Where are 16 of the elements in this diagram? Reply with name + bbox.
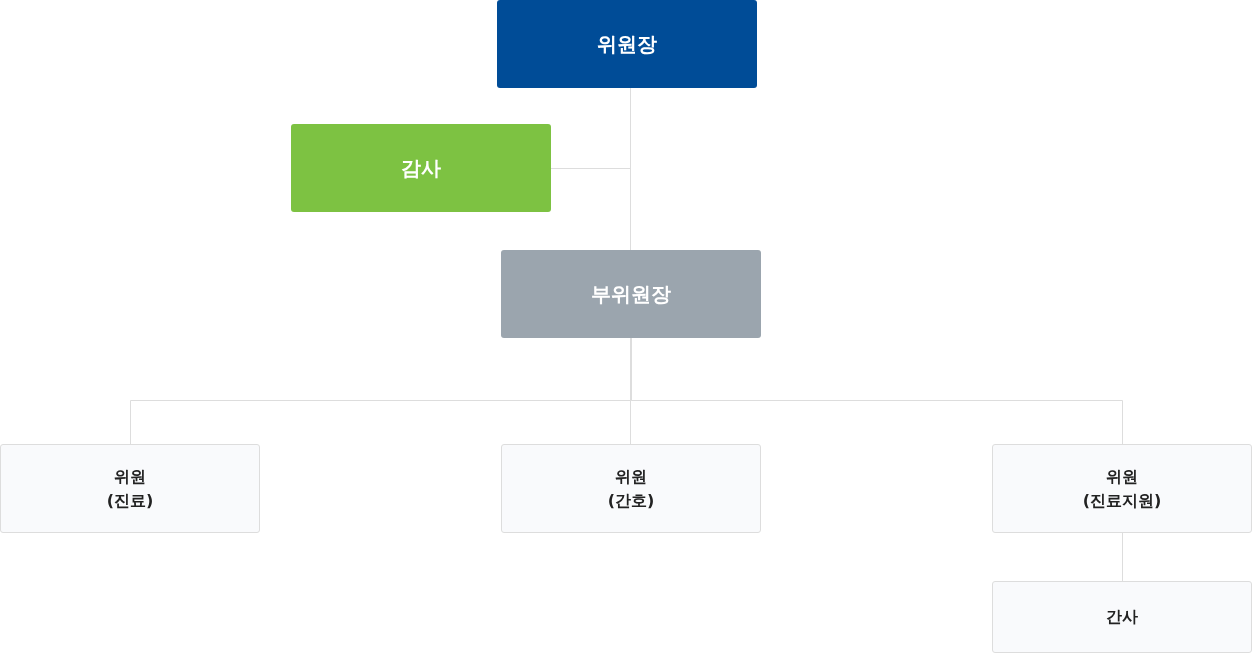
org-box	[291, 124, 551, 212]
org-box	[501, 250, 761, 338]
org-box	[992, 581, 1252, 653]
org-box	[992, 444, 1252, 533]
box-label: 간사	[1106, 606, 1138, 628]
box-label: 위원 (진료지원)	[1082, 465, 1162, 512]
org-box	[497, 0, 757, 88]
box-label: 위원 (진료)	[106, 465, 154, 512]
box-label: 위원장	[597, 31, 657, 58]
box-label: 부위원장	[591, 281, 671, 308]
connector-line	[1122, 532, 1123, 582]
org-box	[0, 444, 260, 533]
box-label: 감사	[401, 155, 441, 182]
org-box	[501, 444, 761, 533]
connector-line	[630, 337, 631, 445]
box-label: 위원 (간호)	[607, 465, 655, 512]
